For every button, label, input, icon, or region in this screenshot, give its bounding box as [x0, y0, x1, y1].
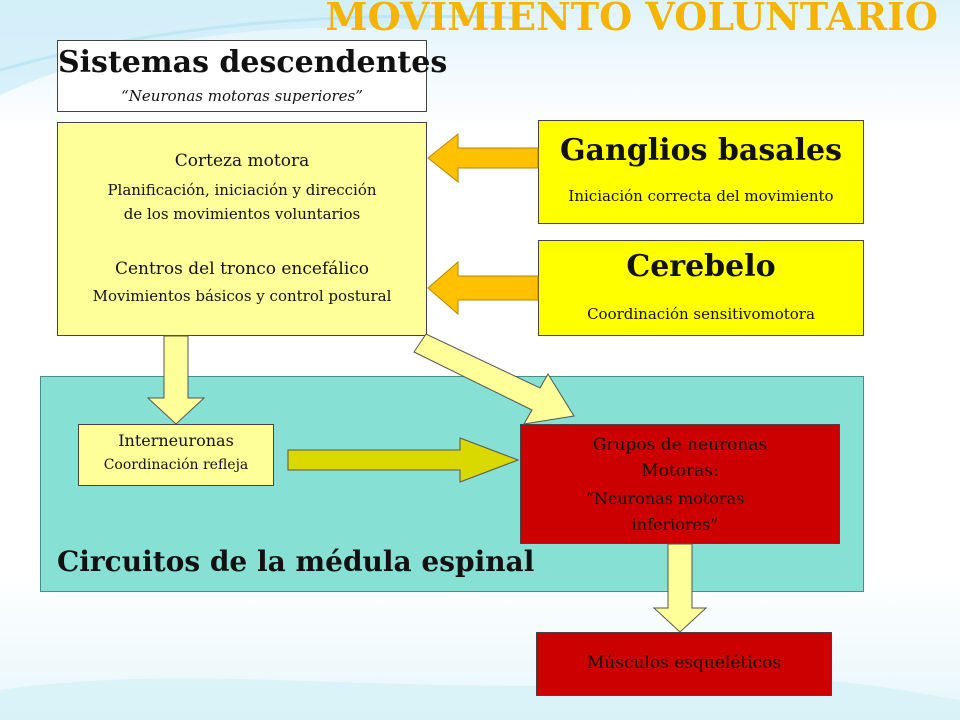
- grupos-line-1: Grupos de neuronas: [592, 435, 768, 455]
- grupos-line-4: inferiores”: [631, 515, 719, 534]
- sistemas-subtitle: “Neuronas motoras superiores”: [121, 87, 363, 105]
- interneuronas-box: Interneuronas Coordinación refleja: [78, 424, 274, 486]
- arrow-interneuronas-to-neuronas-motoras: [287, 437, 520, 483]
- arrow-ganglios-to-corteza: [427, 132, 539, 184]
- cerebelo-box: Cerebelo Coordinación sensitivomotora: [538, 240, 864, 336]
- tronco-desc: Movimientos básicos y control postural: [92, 287, 392, 305]
- musculos-label: Músculos esqueléticos: [586, 653, 782, 673]
- grupos-line-2: Motoras:: [641, 461, 719, 481]
- interneuronas-desc: Coordinación refleja: [103, 457, 249, 473]
- ganglios-title: Ganglios basales: [559, 133, 843, 168]
- neuronas-motoras-box: Grupos de neuronas Motoras: “Neuronas mo…: [520, 424, 840, 544]
- arrow-cerebelo-to-corteza: [427, 260, 539, 316]
- ganglios-basales-box: Ganglios basales Iniciación correcta del…: [538, 120, 864, 224]
- arrow-neuronas-to-musculos: [652, 543, 708, 633]
- medula-label: Circuitos de la médula espinal: [57, 545, 535, 578]
- arrow-corteza-to-neuronas-motoras: [413, 333, 575, 425]
- corteza-desc-2: de los movimientos voluntarios: [123, 205, 361, 223]
- tronco-title: Centros del tronco encefálico: [114, 259, 370, 279]
- musculos-esqueleticos-box: Músculos esqueléticos: [536, 632, 832, 696]
- cerebelo-desc: Coordinación sensitivomotora: [587, 305, 815, 323]
- corteza-title: Corteza motora: [174, 151, 310, 171]
- arrow-corteza-to-interneuronas: [146, 335, 206, 425]
- cerebelo-title: Cerebelo: [626, 249, 776, 284]
- corteza-desc-1: Planificación, iniciación y dirección: [107, 181, 377, 199]
- corteza-motora-box: Corteza motora Planificación, iniciación…: [57, 122, 427, 336]
- interneuronas-title: Interneuronas: [118, 431, 234, 450]
- slide-title: MOVIMIENTO VOLUNTARIO: [325, 0, 938, 39]
- sistemas-descendentes-box: Sistemas descendentes “Neuronas motoras …: [57, 40, 448, 112]
- sistemas-title: Sistemas descendentes: [58, 45, 448, 80]
- grupos-line-3: “Neuronas motoras: [585, 489, 745, 508]
- ganglios-desc: Iniciación correcta del movimiento: [568, 187, 834, 205]
